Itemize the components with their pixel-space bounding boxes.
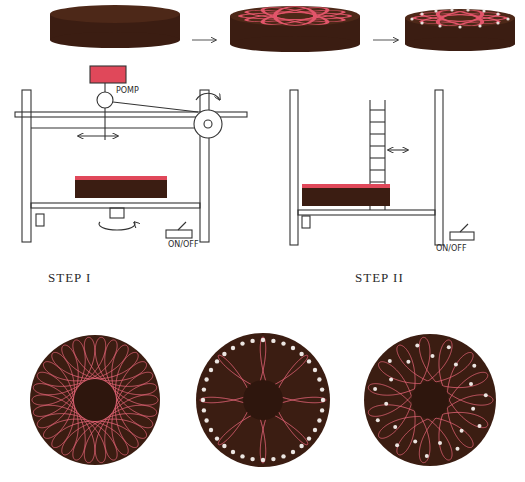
sugar-dot (317, 418, 321, 422)
sugar-dot (240, 454, 244, 458)
sugar-dot (478, 424, 482, 428)
pattern-disc (196, 333, 330, 467)
sugar-dot (431, 354, 435, 358)
sugar-dot (291, 450, 295, 454)
sugar-dot (307, 359, 311, 363)
sugar-dot (261, 458, 265, 462)
sugar-dot (201, 398, 205, 402)
decorated-cake (230, 6, 360, 52)
pattern-disc (30, 335, 160, 465)
sugar-dot (406, 360, 410, 364)
sugar-dot (393, 425, 397, 429)
sugar-dot (271, 457, 275, 461)
sugar-dot (222, 444, 226, 448)
finished-cake (405, 8, 515, 51)
sugar-dot (291, 346, 295, 350)
step-two-machine (290, 90, 474, 245)
sugar-dot (250, 457, 254, 461)
sugar-dot (202, 408, 206, 412)
step-arrow (192, 40, 216, 41)
sugar-dot (231, 346, 235, 350)
sugar-dot (373, 387, 377, 391)
sugar-dot (384, 402, 388, 406)
sugar-dot (413, 439, 417, 443)
sugar-dot (209, 428, 213, 432)
sugar-dot (395, 443, 399, 447)
sugar-dot (281, 454, 285, 458)
pattern-disc (364, 334, 496, 466)
sugar-dot (447, 345, 451, 349)
step-label: STEP II (355, 270, 404, 286)
sugar-dot (376, 418, 380, 422)
sugar-dot (202, 387, 206, 391)
sugar-dot (313, 428, 317, 432)
sugar-dot (472, 364, 476, 368)
sugar-dot (271, 339, 275, 343)
sugar-dot (321, 398, 325, 402)
sugar-dot (307, 436, 311, 440)
sugar-dot (456, 447, 460, 451)
sugar-dot (438, 441, 442, 445)
sugar-dot (415, 344, 419, 348)
sugar-dot (250, 339, 254, 343)
sugar-dot (261, 338, 265, 342)
sugar-dot (215, 359, 219, 363)
sugar-dot (388, 359, 392, 363)
sugar-dot (240, 341, 244, 345)
pump-label: POMP (116, 86, 139, 95)
sugar-dot (320, 387, 324, 391)
sugar-dot (231, 450, 235, 454)
sugar-dot (320, 408, 324, 412)
sugar-dot (471, 407, 475, 411)
sugar-dot (281, 341, 285, 345)
sugar-dot (209, 368, 213, 372)
sugar-dot (222, 352, 226, 356)
switch-label: ON/OFF (436, 244, 466, 253)
sugar-dot (389, 378, 393, 382)
sugar-dot (460, 429, 464, 433)
sugar-dot (317, 377, 321, 381)
sugar-dot (454, 362, 458, 366)
plain-cake (50, 5, 180, 48)
sugar-dot (204, 377, 208, 381)
sugar-dot (215, 436, 219, 440)
step-one-machine (15, 66, 247, 242)
sugar-dot (469, 382, 473, 386)
sugar-dot (425, 454, 429, 458)
switch-label: ON/OFF (168, 240, 198, 249)
sugar-dot (313, 368, 317, 372)
sugar-dot (204, 418, 208, 422)
sugar-dot (299, 352, 303, 356)
sugar-dot (484, 393, 488, 397)
step-arrow (373, 40, 398, 41)
step-label: STEP I (48, 270, 91, 286)
sugar-dot (299, 444, 303, 448)
